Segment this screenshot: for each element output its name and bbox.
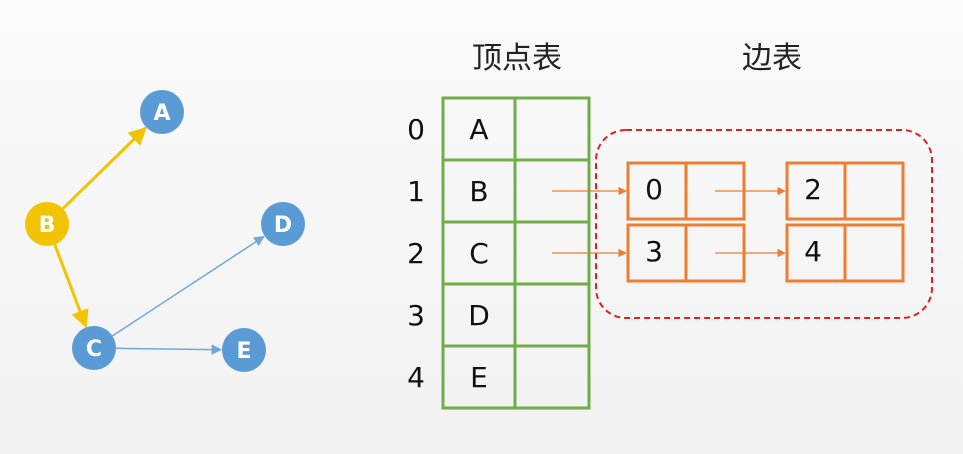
vertex-name: A xyxy=(469,113,488,146)
graph-node-circle xyxy=(261,202,305,246)
vertex-name: C xyxy=(469,237,489,270)
edge-node: 0 xyxy=(626,161,786,221)
edge-node: 2 xyxy=(785,161,905,221)
graph-edge-b-c xyxy=(53,244,89,329)
vertex-name: D xyxy=(468,299,490,332)
graph-node-d: D xyxy=(261,202,305,246)
graph-node-label: E xyxy=(236,339,251,364)
edge-node-value: 4 xyxy=(804,235,822,268)
edge-node-value: 3 xyxy=(645,235,663,268)
edge-table-header: 边表 xyxy=(742,41,802,76)
edge-node: 4 xyxy=(785,223,905,283)
graph-node-label: D xyxy=(274,213,292,238)
graph-edge-b-a xyxy=(61,126,147,210)
vertex-table-header: 顶点表 xyxy=(472,41,562,76)
graph-node-label: B xyxy=(39,213,56,238)
vertex-index: 1 xyxy=(407,175,425,208)
graph-edge-c-d xyxy=(111,235,265,337)
graph-node-label: C xyxy=(86,337,102,362)
first-edge-pointer-cell xyxy=(513,96,591,162)
edge-node-next-cell xyxy=(843,161,905,221)
graph-node-c: C xyxy=(72,326,116,370)
graph-nodes: A B C D E xyxy=(25,90,305,372)
edge-table-group-border xyxy=(595,129,933,319)
edge-node-next-cell xyxy=(843,223,905,283)
graph-node-circle xyxy=(72,326,116,370)
first-edge-pointer-cell xyxy=(513,344,591,410)
graph-edge-c-e xyxy=(115,344,223,355)
graph-node-label: A xyxy=(153,101,170,126)
edge-node: 3 xyxy=(626,223,786,283)
edge-node-value: 0 xyxy=(645,173,663,206)
vertex-index: 0 xyxy=(407,113,425,146)
graph-node-circle xyxy=(25,202,69,246)
graph-node-circle xyxy=(140,90,184,134)
graph-node-a: A xyxy=(140,90,184,134)
vertex-name: E xyxy=(470,361,488,394)
vertex-index: 3 xyxy=(407,299,425,332)
graph-node-b: B xyxy=(25,202,69,246)
vertex-name: B xyxy=(469,175,488,208)
edge-node-value: 2 xyxy=(804,173,822,206)
vertex-index: 4 xyxy=(407,361,425,394)
graph-edges xyxy=(53,126,265,355)
graph-node-circle xyxy=(222,328,266,372)
graph-node-e: E xyxy=(222,328,266,372)
vertex-index: 2 xyxy=(407,237,425,270)
first-edge-pointer-cell xyxy=(513,282,591,348)
